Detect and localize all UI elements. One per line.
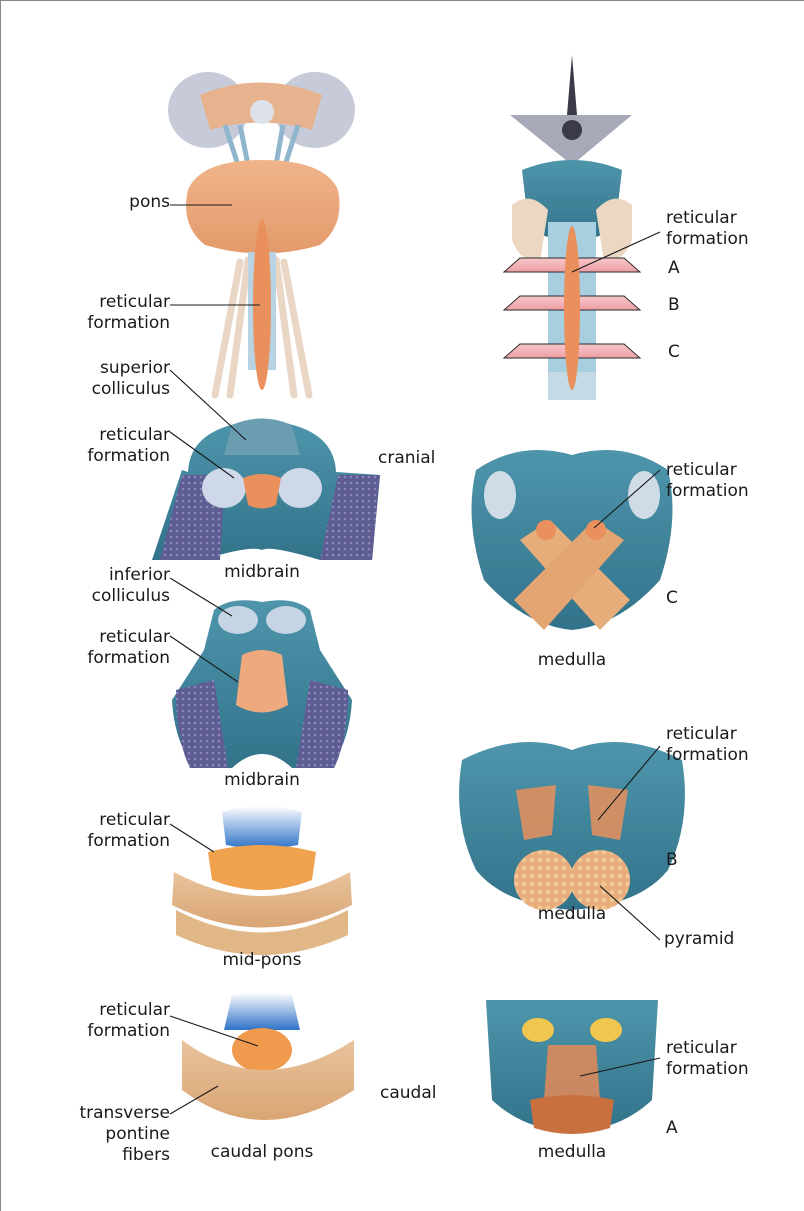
label-plane-c: C (668, 342, 680, 363)
medulla-section-a (486, 1000, 658, 1134)
midbrain-inferior-section (172, 600, 352, 768)
label-plane-b: B (668, 295, 680, 316)
label-cranial: cranial (378, 448, 435, 469)
label-medulla-a: medulla (522, 1142, 622, 1163)
label-midbrain-2: midbrain (212, 770, 312, 791)
label-medulla-b: medulla (522, 904, 622, 925)
label-mid-pons: mid-pons (212, 950, 312, 971)
mid-pons-section (172, 806, 352, 955)
label-caudal: caudal (380, 1083, 436, 1104)
label-section-c: C (666, 588, 678, 609)
caudal-pons-section (182, 993, 354, 1121)
label-medulla-c: medulla (522, 650, 622, 671)
midbrain-superior-section (152, 419, 380, 561)
label-pons: pons (129, 192, 170, 213)
label-section-b: B (666, 850, 678, 871)
ventral-brainstem-view (168, 72, 355, 395)
medulla-section-c (472, 450, 673, 630)
label-section-a: A (666, 1118, 678, 1139)
label-midbrain-1: midbrain (212, 562, 312, 583)
dorsal-brainstem-view (504, 55, 640, 400)
label-caudal-pons: caudal pons (202, 1142, 322, 1163)
label-pyramid: pyramid (664, 929, 734, 950)
label-plane-a: A (668, 258, 680, 279)
medulla-section-b (459, 742, 685, 910)
